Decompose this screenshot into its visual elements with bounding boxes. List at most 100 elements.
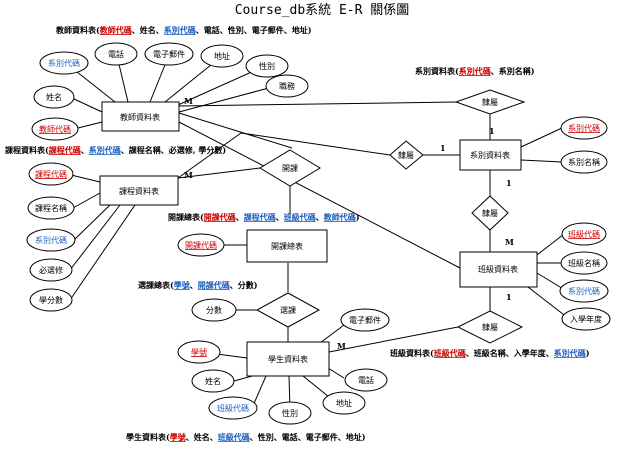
schema-course-prefix: 課程資料表(	[5, 145, 49, 155]
entity-opening: 開課總表	[246, 229, 328, 263]
schema-class-prefix: 班級資料表(	[390, 348, 434, 358]
svg-text:班級資料表: 班級資料表	[478, 264, 518, 274]
svg-text:教師資料表: 教師資料表	[120, 112, 160, 122]
schema-opening-part-5: 、	[316, 212, 324, 222]
cardinality-course-m: M	[184, 170, 193, 180]
attr-student-phone: 電話	[344, 368, 388, 392]
svg-text:課程資料表: 課程資料表	[119, 186, 159, 196]
cardinality-dept-1c: 1	[506, 178, 512, 188]
schema-course-part-3: 、課程名稱、必選修, 學分數)	[121, 145, 227, 155]
svg-text:系別資料表: 系別資料表	[470, 150, 510, 160]
cardinality-dept-1b: 1	[440, 143, 446, 153]
svg-text:電子郵件: 電子郵件	[349, 315, 381, 325]
attr-teacher-email: 電子郵件	[144, 42, 194, 66]
schema-class-part-1: 、班級名稱、入學年度、	[466, 348, 554, 358]
schema-student-part-2: 班級代碼	[218, 432, 250, 442]
schema-opening-part-7: )	[356, 212, 360, 222]
attr-student-address: 地址	[322, 391, 366, 415]
svg-text:班級代碼: 班級代碼	[217, 403, 249, 413]
svg-text:開課代碼: 開課代碼	[185, 240, 217, 250]
svg-text:職務: 職務	[279, 81, 295, 91]
svg-text:系別代碼: 系別代碼	[568, 286, 600, 296]
cardinality-class-1: 1	[506, 292, 512, 302]
schema-class: 班級資料表(班級代碼、班級名稱、入學年度、系別代碼)	[390, 348, 590, 358]
cardinality-student-m: M	[337, 341, 346, 351]
schema-course-part-2: 系別代碼	[89, 145, 121, 155]
svg-text:教師代碼: 教師代碼	[39, 124, 71, 134]
attr-teacher-address: 地址	[200, 44, 244, 68]
cardinality-class-m: M	[505, 237, 514, 247]
svg-text:選課: 選課	[280, 305, 296, 315]
relation-teacher-dept: 隸屬	[454, 89, 526, 115]
schema-opening-part-2: 課程代碼	[244, 212, 276, 222]
attr-student-gender: 性別	[268, 401, 312, 425]
schema-opening: 開課總表(開課代碼、課程代碼、班級代碼、教師代碼)	[168, 212, 360, 222]
svg-text:學分數: 學分數	[39, 295, 63, 305]
svg-text:隸屬: 隸屬	[482, 97, 498, 107]
attr-course-credits: 學分數	[29, 288, 73, 312]
schema-opening-part-1: 、	[236, 212, 244, 222]
schema-class-part-0: 班級代碼	[434, 348, 466, 358]
attr-teacher-gender: 性別	[245, 54, 289, 78]
svg-text:地址: 地址	[336, 398, 352, 408]
attr-teacher-position: 職務	[265, 74, 309, 98]
schema-dept-part-0: 系別代碼	[459, 66, 491, 76]
attr-opening-code: 開課代碼	[177, 233, 225, 257]
svg-text:姓名: 姓名	[205, 376, 221, 386]
entity-student: 學生資料表	[246, 341, 330, 377]
schema-opening-part-6: 教師代碼	[323, 212, 356, 222]
svg-text:系別代碼: 系別代碼	[35, 235, 67, 245]
connector-lines	[66, 54, 569, 411]
attr-student-id: 學號	[177, 340, 221, 364]
svg-text:性別: 性別	[282, 408, 298, 418]
attr-dept-name: 系別名稱	[560, 150, 608, 174]
diagram-title: Course_db系統 E-R 關係圖	[235, 3, 410, 18]
cardinality-dept-1a: 1	[489, 126, 495, 136]
svg-text:課程代碼: 課程代碼	[35, 169, 67, 179]
svg-text:學生資料表: 學生資料表	[268, 354, 308, 364]
schema-student-part-0: 學號	[170, 432, 186, 442]
schema-select-part-2: 開課代碼	[198, 280, 230, 290]
svg-text:開課: 開課	[282, 163, 298, 173]
svg-text:學號: 學號	[191, 347, 207, 357]
schema-teacher-part-0: 教師代碼	[99, 25, 132, 35]
relation-student-class: 隸屬	[456, 310, 524, 344]
schema-opening-part-3: 、	[276, 212, 284, 222]
relation-course-dept: 隸屬	[389, 140, 424, 170]
attr-class-dept-code: 系別代碼	[559, 279, 609, 303]
schema-class-part-3: )	[586, 348, 590, 358]
svg-text:分數: 分數	[206, 305, 222, 315]
schema-student-part-1: 、姓名、	[186, 432, 218, 442]
relation-open: 開課	[259, 149, 321, 187]
schema-teacher-part-1: 、姓名、	[132, 25, 164, 35]
attr-teacher-name: 姓名	[33, 85, 75, 109]
cardinality-labels: M M M 1 1 1 M 1	[184, 96, 514, 351]
attr-teacher-phone: 電話	[94, 42, 138, 66]
attr-course-required: 必選修	[29, 258, 73, 282]
schema-course-part-0: 課程代碼	[49, 145, 81, 155]
attr-student-class-code: 班級代碼	[208, 396, 258, 420]
schema-course-part-1: 、	[81, 145, 89, 155]
schema-teacher-part-2: 系別代碼	[164, 25, 196, 35]
schema-opening-part-0: 開課代碼	[204, 212, 236, 222]
svg-text:隸屬: 隸屬	[398, 150, 414, 160]
svg-text:電話: 電話	[358, 375, 374, 385]
svg-text:隸屬: 隸屬	[482, 208, 498, 218]
svg-text:性別: 性別	[259, 61, 275, 71]
relation-class-dept: 隸屬	[471, 195, 509, 231]
attr-course-code: 課程代碼	[28, 162, 74, 186]
svg-text:姓名: 姓名	[46, 92, 62, 102]
svg-text:電子郵件: 電子郵件	[153, 49, 185, 59]
schema-dept-prefix: 系別資料表(	[415, 66, 459, 76]
relation-select: 選課	[255, 292, 321, 328]
svg-text:系別代碼: 系別代碼	[568, 123, 600, 133]
schema-select-part-0: 學號	[174, 280, 190, 290]
svg-text:入學年度: 入學年度	[570, 314, 602, 324]
attr-student-name: 姓名	[191, 369, 235, 393]
schema-student-prefix: 學生資料表(	[126, 432, 170, 442]
svg-text:系別名稱: 系別名稱	[568, 157, 600, 167]
schema-select-part-3: 、分數)	[230, 280, 258, 290]
attr-select-score: 分數	[191, 298, 237, 322]
